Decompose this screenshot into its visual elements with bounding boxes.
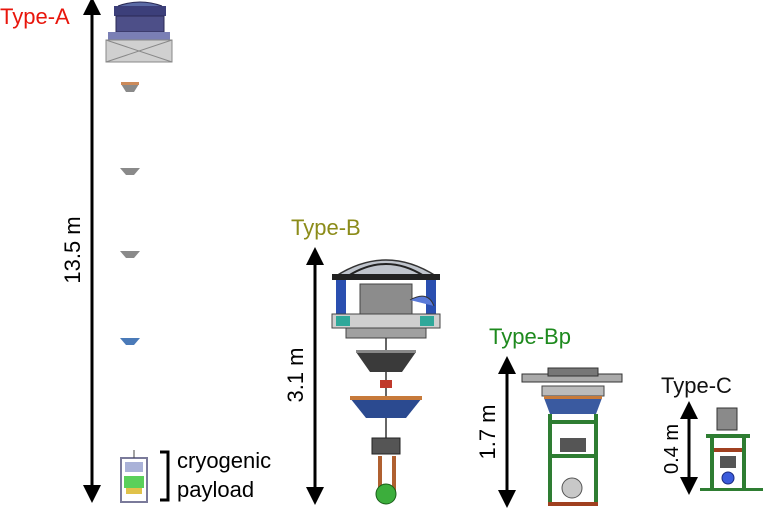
type-bp-frame: [548, 414, 598, 506]
type-bp-height-label: 1.7 m: [475, 404, 500, 459]
payload-label-line1: cryogenic: [177, 448, 271, 473]
type-c-height-label: 0.4 m: [661, 424, 683, 474]
type-a-stage-1: [121, 82, 139, 92]
type-b-height-label: 3.1 m: [283, 347, 308, 402]
type-c-label: Type-C: [661, 373, 732, 398]
type-a-cryogenic-payload: [120, 450, 148, 503]
type-bp-label: Type-Bp: [489, 324, 571, 349]
type-b-stage-1: [356, 350, 416, 372]
type-b-payload: [371, 437, 401, 505]
type-c-suspension: [700, 407, 763, 491]
type-a-height-label: 13.5 m: [60, 216, 85, 283]
payload-bracket: [160, 450, 170, 502]
type-a-stage-2: [120, 168, 140, 175]
type-a-top-frame: [105, 1, 173, 63]
type-b-top-filter: [331, 259, 441, 339]
type-a-stage-4: [120, 338, 140, 345]
type-b-stage-2: [350, 380, 422, 418]
type-bp-payload: [561, 477, 583, 499]
type-a-stage-3: [120, 251, 140, 258]
type-bp-top-stage: [521, 367, 623, 414]
payload-label-line2: payload: [177, 477, 254, 502]
type-a-label: Type-A: [0, 4, 70, 29]
type-b-label: Type-B: [291, 215, 361, 240]
